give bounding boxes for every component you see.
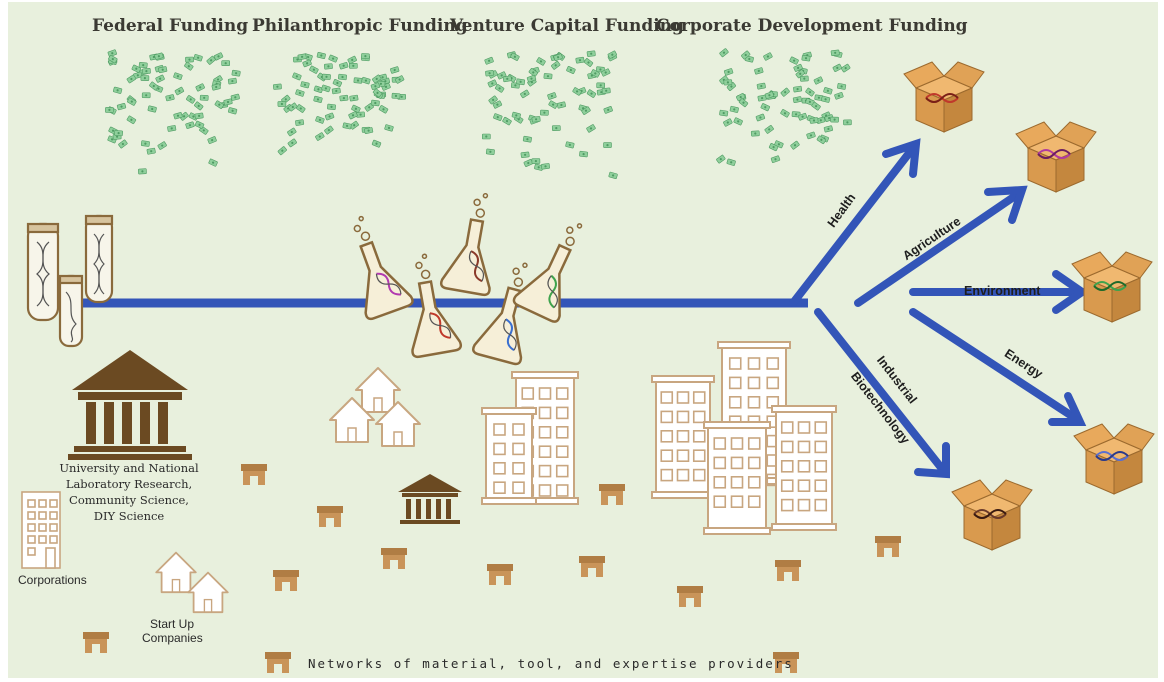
dna-icon <box>36 233 105 343</box>
shop-icon <box>241 464 267 485</box>
university-icon <box>68 350 192 460</box>
money-icon <box>272 51 407 156</box>
box-icon <box>1073 423 1155 495</box>
branch-arrows <box>789 138 1090 479</box>
university-label-line: University and National <box>59 461 199 475</box>
flask-icon <box>512 223 583 323</box>
flask-icon <box>439 192 491 297</box>
university-label: University and National Laboratory Resea… <box>54 460 204 524</box>
shop-icon <box>599 484 625 505</box>
startup-label-line: Start Up <box>149 617 194 631</box>
corporate-development-funding-title: Corporate Development Funding <box>656 16 968 36</box>
corporations-label: Corporations <box>18 573 87 587</box>
shop-icon <box>317 506 343 527</box>
shop-icon <box>579 556 605 577</box>
flask-group <box>353 192 583 366</box>
shop-icon <box>875 536 901 557</box>
money-icon <box>104 48 241 175</box>
test-tube-icon <box>26 214 114 348</box>
philanthropic-funding-title: Philanthropic Funding <box>252 16 468 36</box>
federal-funding-title: Federal Funding <box>92 16 249 36</box>
money-icon <box>715 47 852 167</box>
building-group <box>481 341 837 535</box>
house-icon <box>155 551 197 594</box>
house-icon <box>187 571 229 614</box>
venture-capital-funding-title: Venture Capital Funding <box>450 16 684 36</box>
shop-icon <box>265 652 291 673</box>
shop-icon <box>775 560 801 581</box>
building-icon <box>703 421 771 535</box>
building-icon <box>481 407 537 505</box>
shop-icon <box>677 586 703 607</box>
footer-caption: Networks of material, tool, and expertis… <box>308 656 794 671</box>
startup-label: Start Up Companies <box>142 617 203 645</box>
diagram-graphics <box>21 47 1155 673</box>
diagram-canvas: Federal Funding Philanthropic Funding Ve… <box>8 2 1158 678</box>
building-icon <box>21 491 61 569</box>
university-label-line: Community Science, <box>69 493 189 507</box>
flask-icon <box>353 215 414 321</box>
university-label-line: Laboratory Research, <box>65 477 193 491</box>
startup-label-line: Companies <box>142 631 203 645</box>
shop-icon <box>83 632 109 653</box>
money-icon <box>481 50 619 180</box>
building-icon <box>651 375 715 499</box>
shop-icon <box>381 548 407 569</box>
shop-icon <box>273 570 299 591</box>
box-icon <box>1015 121 1097 193</box>
flask-icon <box>472 262 528 366</box>
building-icon <box>771 405 837 531</box>
shop-icon <box>487 564 513 585</box>
university-label-line: DIY Science <box>93 509 165 523</box>
branch-label-environment: Environment <box>964 284 1041 298</box>
flask-icon <box>411 253 463 359</box>
university-icon <box>398 474 462 524</box>
dna-icon <box>925 93 1129 519</box>
